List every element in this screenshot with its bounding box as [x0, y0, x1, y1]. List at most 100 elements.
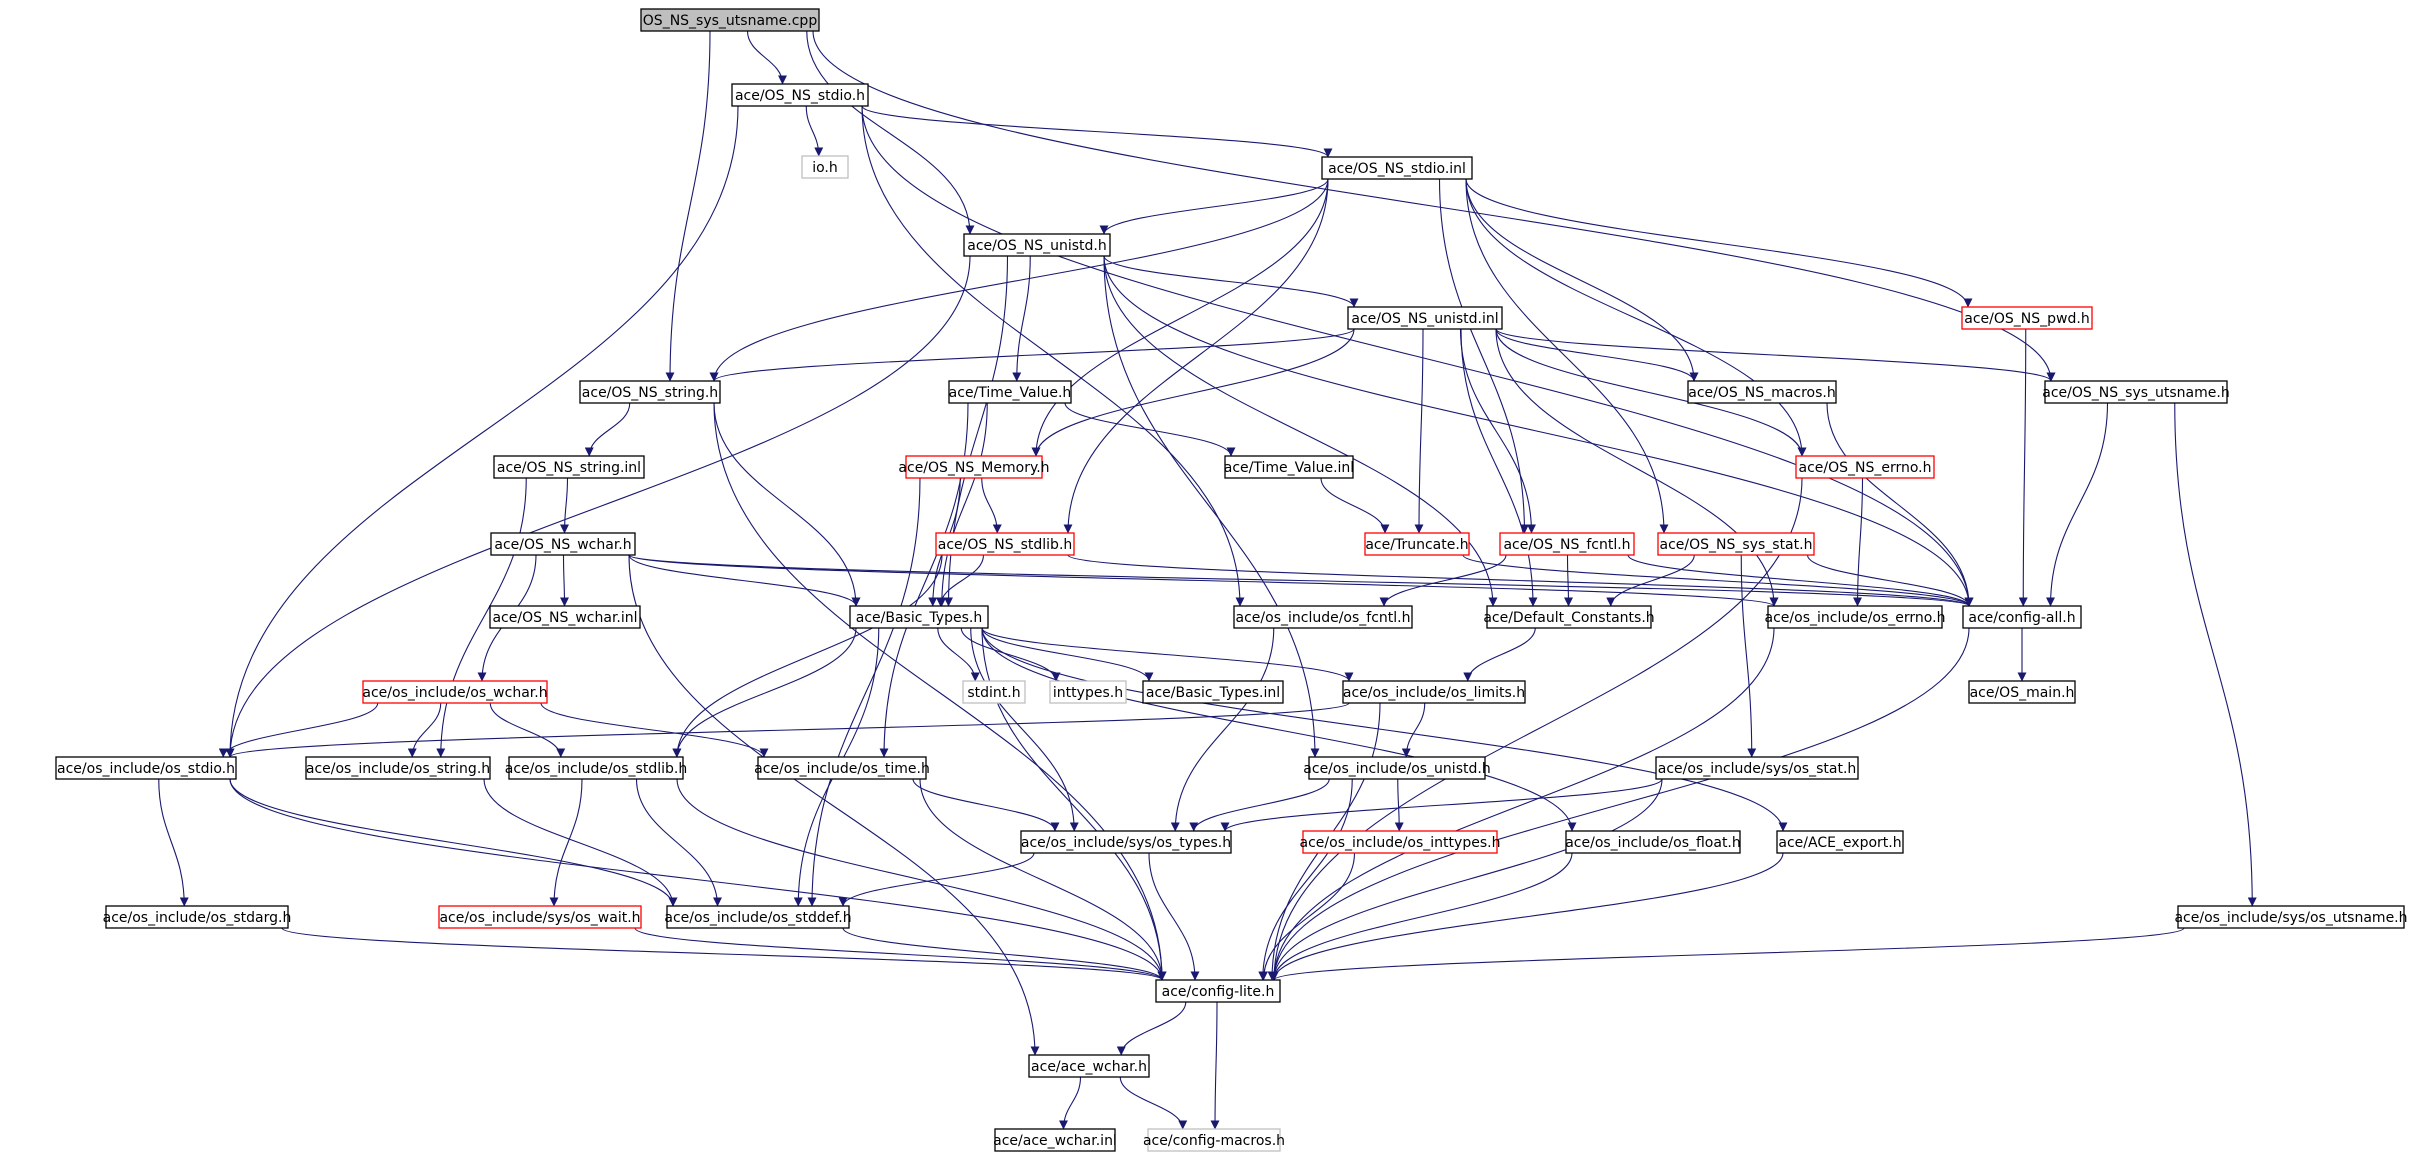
node-ace-os-include-os-inttypes-h[interactable]: ace/os_include/os_inttypes.h: [1300, 830, 1501, 854]
node-ace-os-include-os-stddef-h[interactable]: ace/os_include/os_stddef.h: [664, 905, 852, 929]
node-ace-os-ns-errno-h[interactable]: ace/OS_NS_errno.h: [1795, 455, 1935, 479]
node-ace-os-include-os-limits-h[interactable]: ace/os_include/os_limits.h: [1342, 680, 1526, 704]
node-box[interactable]: [2177, 905, 2405, 929]
node-ace-basic-types-h[interactable]: ace/Basic_Types.h: [849, 605, 989, 629]
node-box[interactable]: [1565, 830, 1741, 854]
node-box[interactable]: [963, 233, 1111, 257]
node-ace-os-include-os-stdlib-h[interactable]: ace/os_include/os_stdlib.h: [505, 756, 687, 780]
node-box[interactable]: [994, 1128, 1116, 1152]
node-ace-os-include-os-stdio-h[interactable]: ace/os_include/os_stdio.h: [55, 756, 237, 780]
node-ace-os-include-os-wchar-h[interactable]: ace/os_include/os_wchar.h: [362, 680, 548, 704]
node-ace-os-ns-pwd-h[interactable]: ace/OS_NS_pwd.h: [1961, 306, 2093, 330]
node-ace-config-macros-h[interactable]: ace/config-macros.h: [1143, 1128, 1285, 1152]
node-ace-config-all-h[interactable]: ace/config-all.h: [1962, 605, 2082, 629]
node-ace-basic-types-inl[interactable]: ace/Basic_Types.inl: [1142, 680, 1284, 704]
node-ace-truncate-h[interactable]: ace/Truncate.h: [1364, 532, 1470, 556]
node-box[interactable]: [1687, 380, 1837, 404]
node-box[interactable]: [1049, 680, 1127, 704]
node-box[interactable]: [1767, 605, 1943, 629]
node-box[interactable]: [640, 8, 820, 32]
node-box[interactable]: [105, 905, 289, 929]
node-box[interactable]: [1962, 605, 2082, 629]
node-box[interactable]: [1776, 830, 1904, 854]
node-ace-os-include-os-errno-h[interactable]: ace/os_include/os_errno.h: [1765, 605, 1946, 629]
node-ace-os-include-sys-os-stat-h[interactable]: ace/os_include/sys/os_stat.h: [1655, 756, 1859, 780]
node-ace-os-include-os-float-h[interactable]: ace/os_include/os_float.h: [1565, 830, 1741, 854]
node-ace-os-ns-macros-h[interactable]: ace/OS_NS_macros.h: [1687, 380, 1837, 404]
node-ace-os-include-os-unistd-h[interactable]: ace/os_include/os_unistd.h: [1303, 756, 1491, 780]
node-ace-os-ns-fcntl-h[interactable]: ace/OS_NS_fcntl.h: [1499, 532, 1635, 556]
node-box[interactable]: [579, 380, 721, 404]
node-ace-ace-wchar-h[interactable]: ace/ace_wchar.h: [1028, 1054, 1150, 1078]
node-ace-os-ns-stdio-inl[interactable]: ace/OS_NS_stdio.inl: [1321, 156, 1473, 180]
node-ace-os-main-h[interactable]: ace/OS_main.h: [1968, 680, 2076, 704]
node-stdint-h[interactable]: stdint.h: [962, 680, 1026, 704]
node-ace-os-ns-memory-h[interactable]: ace/OS_NS_Memory.h: [898, 455, 1050, 479]
node-box[interactable]: [1342, 680, 1526, 704]
node-ace-os-include-os-string-h[interactable]: ace/os_include/os_string.h: [305, 756, 491, 780]
node-box[interactable]: [1655, 756, 1859, 780]
node-ace-ace-wchar-inl[interactable]: ace/ace_wchar.inl: [993, 1128, 1117, 1152]
node-ace-config-lite-h[interactable]: ace/config-lite.h: [1155, 979, 1281, 1003]
node-box[interactable]: [1364, 532, 1470, 556]
node-ace-os-include-sys-os-types-h[interactable]: ace/os_include/sys/os_types.h: [1020, 830, 1232, 854]
node-box[interactable]: [508, 756, 684, 780]
node-box[interactable]: [666, 905, 850, 929]
node-inttypes-h[interactable]: inttypes.h: [1049, 680, 1127, 704]
node-box[interactable]: [1142, 680, 1284, 704]
node-box[interactable]: [1147, 1128, 1281, 1152]
node-io-h[interactable]: io.h: [801, 155, 849, 179]
node-box[interactable]: [962, 680, 1026, 704]
node-box[interactable]: [362, 680, 548, 704]
node-box[interactable]: [305, 756, 491, 780]
node-box[interactable]: [1321, 156, 1473, 180]
node-box[interactable]: [493, 455, 645, 479]
node-box[interactable]: [2044, 380, 2228, 404]
node-box[interactable]: [757, 756, 927, 780]
node-box[interactable]: [731, 83, 869, 107]
node-ace-os-include-os-fcntl-h[interactable]: ace/os_include/os_fcntl.h: [1233, 605, 1413, 629]
node-box[interactable]: [801, 155, 849, 179]
node-ace-os-include-os-time-h[interactable]: ace/os_include/os_time.h: [754, 756, 930, 780]
node-os-ns-sys-utsname-cpp[interactable]: OS_NS_sys_utsname.cpp: [640, 8, 820, 32]
node-ace-os-include-sys-os-utsname-h[interactable]: ace/os_include/sys/os_utsname.h: [2174, 905, 2408, 929]
node-ace-os-ns-string-h[interactable]: ace/OS_NS_string.h: [579, 380, 721, 404]
node-box[interactable]: [935, 532, 1075, 556]
node-ace-os-ns-wchar-inl[interactable]: ace/OS_NS_wchar.inl: [489, 605, 641, 629]
node-box[interactable]: [438, 905, 642, 929]
node-box[interactable]: [1657, 532, 1815, 556]
node-ace-os-ns-stdlib-h[interactable]: ace/OS_NS_stdlib.h: [935, 532, 1075, 556]
node-box[interactable]: [1968, 680, 2076, 704]
node-box[interactable]: [849, 605, 989, 629]
node-box[interactable]: [948, 380, 1072, 404]
node-box[interactable]: [1308, 756, 1486, 780]
node-box[interactable]: [1347, 306, 1503, 330]
node-ace-time-value-inl[interactable]: ace/Time_Value.inl: [1224, 455, 1354, 479]
node-ace-os-ns-string-inl[interactable]: ace/OS_NS_string.inl: [493, 455, 645, 479]
node-box[interactable]: [1233, 605, 1413, 629]
node-ace-os-ns-wchar-h[interactable]: ace/OS_NS_wchar.h: [490, 532, 636, 556]
node-box[interactable]: [489, 605, 641, 629]
node-box[interactable]: [1795, 455, 1935, 479]
node-box[interactable]: [55, 756, 237, 780]
node-box[interactable]: [1155, 979, 1281, 1003]
node-box[interactable]: [1224, 455, 1354, 479]
node-ace-os-include-os-stdarg-h[interactable]: ace/os_include/os_stdarg.h: [103, 905, 292, 929]
node-ace-default-constants-h[interactable]: ace/Default_Constants.h: [1483, 605, 1655, 629]
node-box[interactable]: [1961, 306, 2093, 330]
node-box[interactable]: [490, 532, 636, 556]
node-box[interactable]: [1302, 830, 1498, 854]
node-box[interactable]: [1020, 830, 1232, 854]
node-ace-os-ns-stdio-h[interactable]: ace/OS_NS_stdio.h: [731, 83, 869, 107]
node-ace-os-ns-sys-utsname-h[interactable]: ace/OS_NS_sys_utsname.h: [2042, 380, 2230, 404]
node-ace-os-include-sys-os-wait-h[interactable]: ace/os_include/sys/os_wait.h: [438, 905, 642, 929]
node-box[interactable]: [905, 455, 1043, 479]
node-box[interactable]: [1486, 605, 1652, 629]
node-ace-ace-export-h[interactable]: ace/ACE_export.h: [1776, 830, 1904, 854]
node-ace-os-ns-sys-stat-h[interactable]: ace/OS_NS_sys_stat.h: [1657, 532, 1815, 556]
node-ace-time-value-h[interactable]: ace/Time_Value.h: [948, 380, 1072, 404]
node-ace-os-ns-unistd-inl[interactable]: ace/OS_NS_unistd.inl: [1347, 306, 1503, 330]
node-box[interactable]: [1499, 532, 1635, 556]
node-box[interactable]: [1028, 1054, 1150, 1078]
node-ace-os-ns-unistd-h[interactable]: ace/OS_NS_unistd.h: [963, 233, 1111, 257]
